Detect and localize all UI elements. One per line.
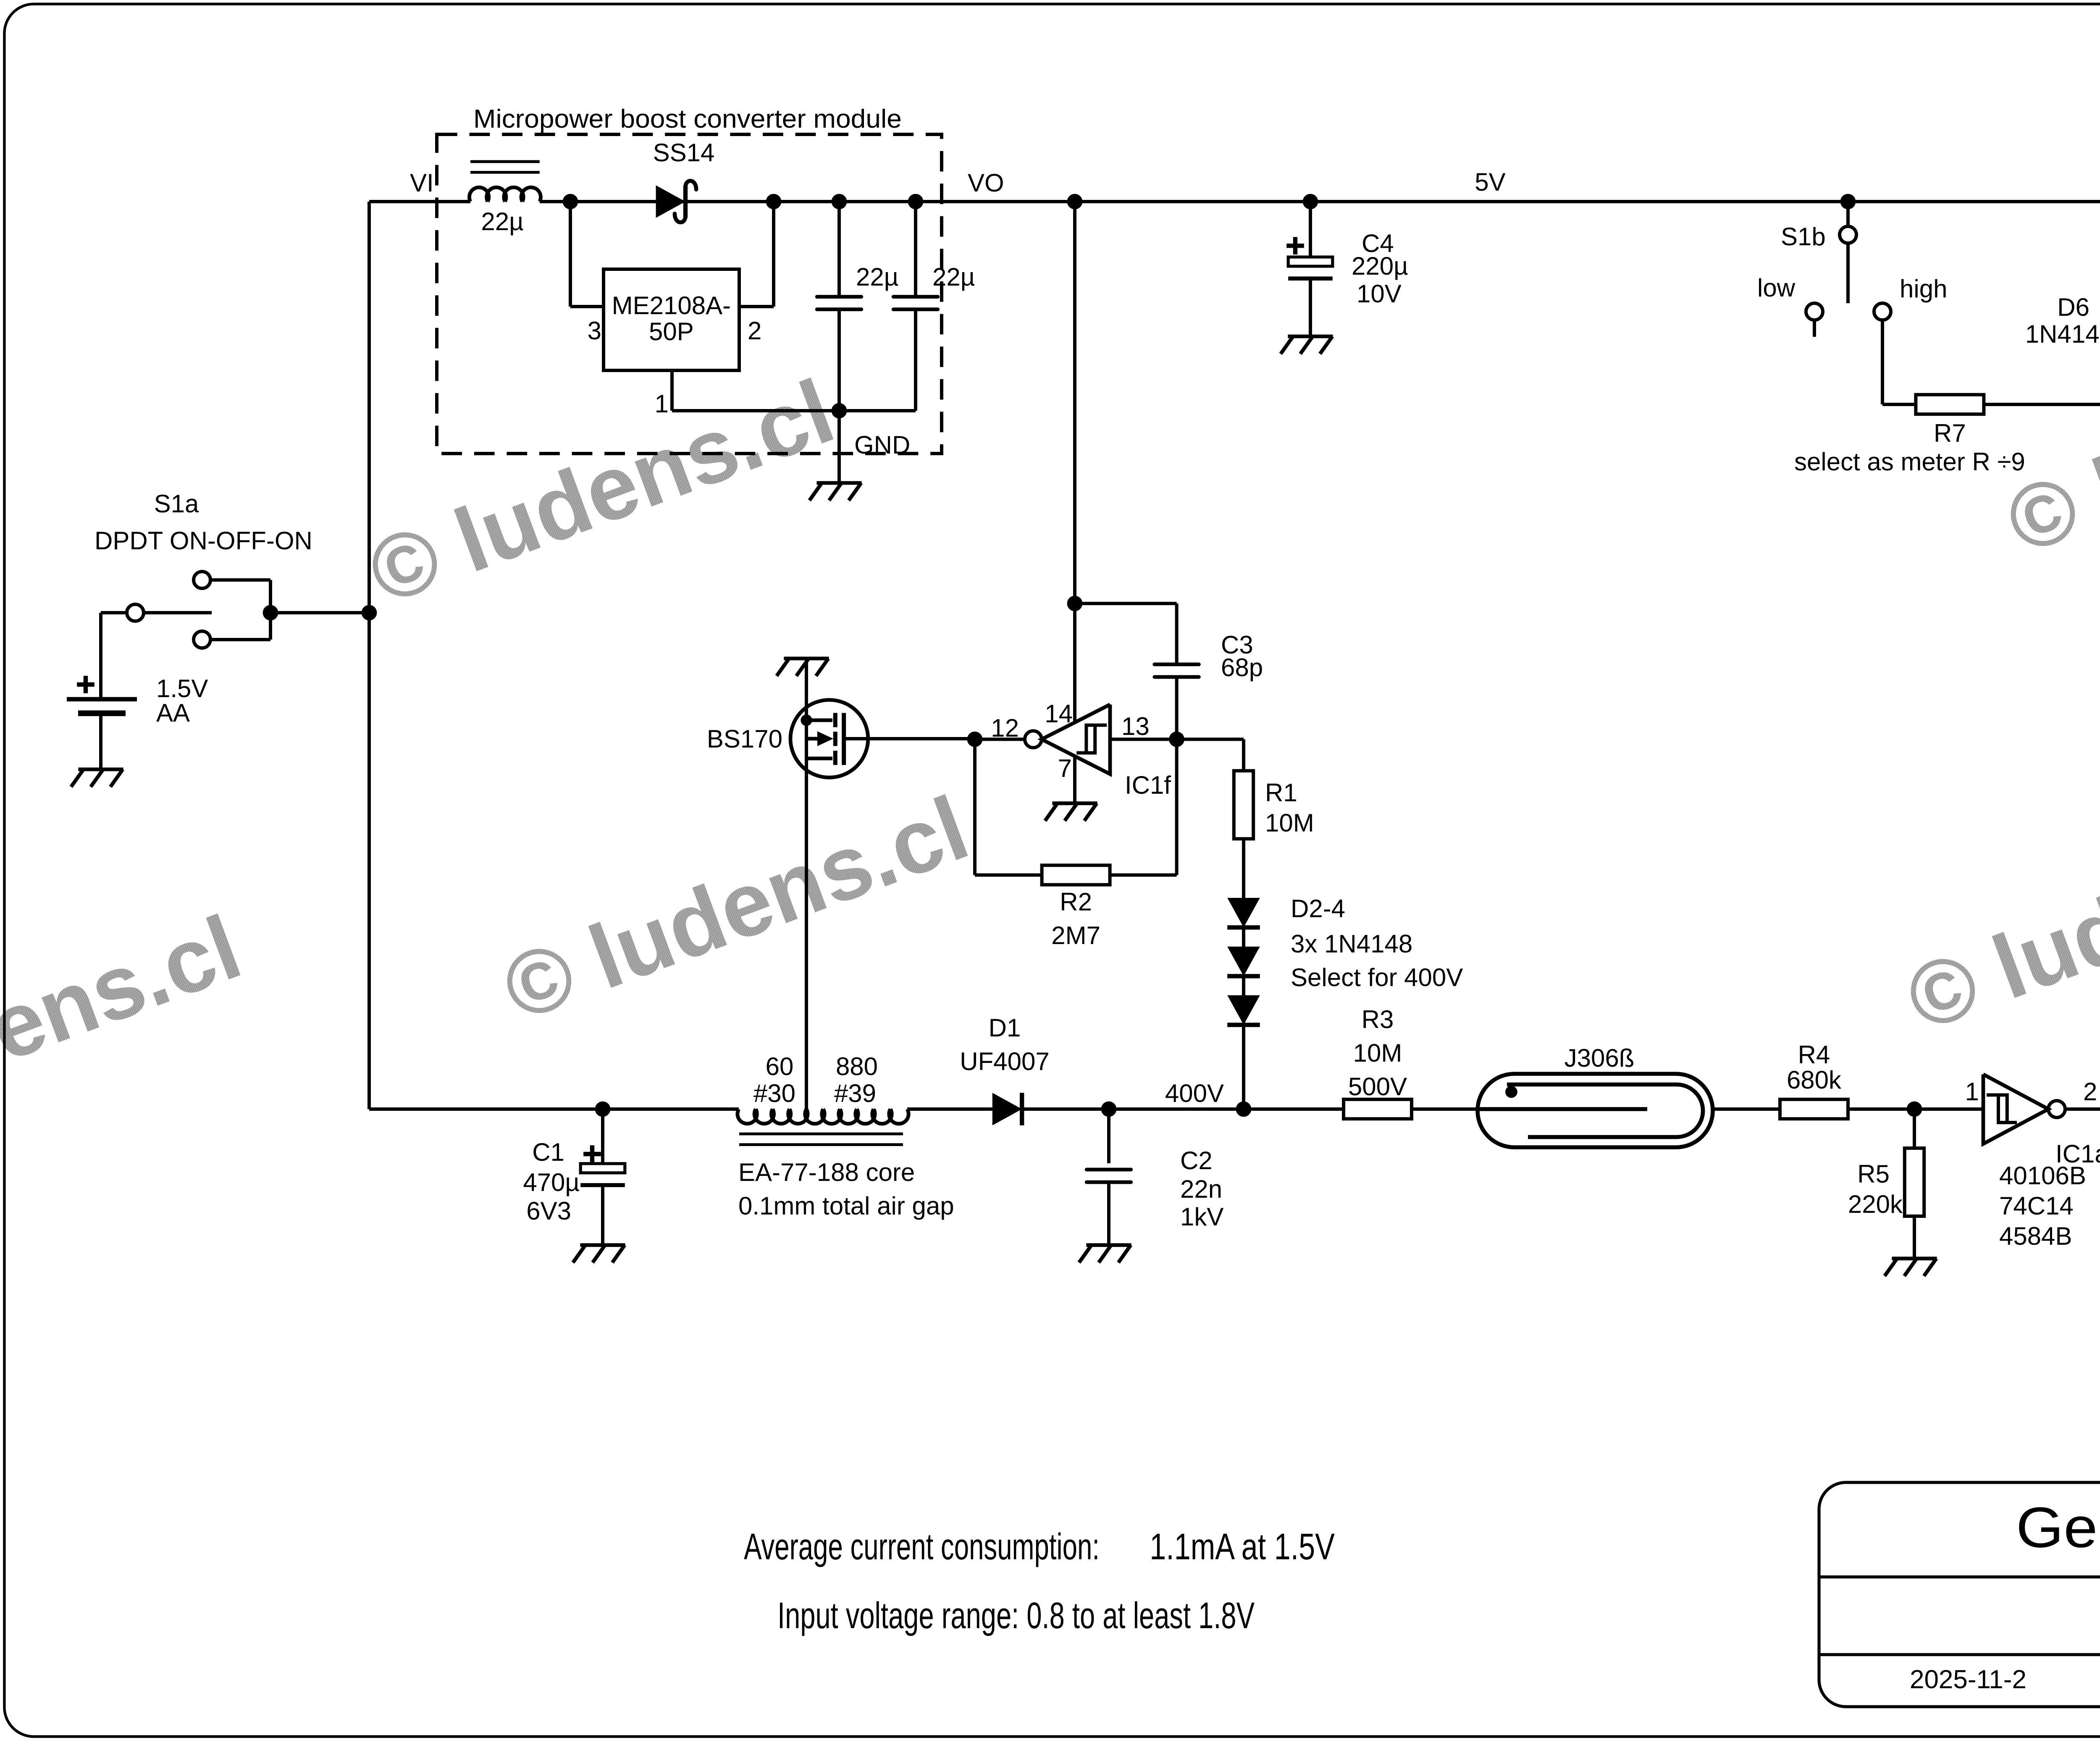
svg-text:AA: AA [156,699,190,727]
svg-text:#30: #30 [753,1079,795,1107]
svg-text:high: high [1900,275,1947,303]
svg-text:1kV: 1kV [1180,1203,1223,1231]
svg-text:2M7: 2M7 [1051,921,1100,950]
svg-text:R7: R7 [1934,419,1966,447]
svg-text:14: 14 [1045,700,1073,728]
svg-text:1: 1 [1965,1078,1979,1106]
svg-text:2025-11-2: 2025-11-2 [1910,1665,2026,1694]
svg-text:Select for 400V: Select for 400V [1291,963,1463,992]
svg-text:DPDT ON-OFF-ON: DPDT ON-OFF-ON [94,527,312,555]
svg-text:R5: R5 [1857,1160,1890,1188]
svg-text:22n: 22n [1180,1175,1222,1203]
svg-text:BS170: BS170 [707,725,782,753]
svg-text:R3: R3 [1362,1005,1394,1034]
svg-text:12: 12 [991,714,1019,742]
svg-text:60: 60 [766,1052,794,1081]
svg-text:1.1mA at 1.5V: 1.1mA at 1.5V [1150,1526,1335,1567]
svg-text:7: 7 [1058,754,1072,782]
svg-text:10M: 10M [1265,809,1314,837]
svg-text:SS14: SS14 [653,139,715,167]
svg-text:880: 880 [836,1052,878,1081]
svg-text:D1: D1 [989,1014,1021,1042]
svg-text:1N4148: 1N4148 [2025,320,2100,348]
svg-text:5V: 5V [1475,168,1505,196]
svg-text:J306ß: J306ß [1564,1044,1635,1072]
svg-text:R1: R1 [1265,779,1297,807]
svg-text:22µ: 22µ [856,263,898,291]
svg-text:IC1a: IC1a [2055,1140,2100,1168]
svg-text:74C14: 74C14 [1999,1192,2074,1220]
svg-text:D2-4: D2-4 [1291,894,1345,923]
svg-text:2: 2 [2083,1078,2097,1106]
svg-text:220k: 220k [1848,1190,1903,1218]
svg-text:Input voltage range: 0.8 to at: Input voltage range: 0.8 to at least 1.8… [777,1595,1255,1636]
svg-text:EA-77-188 core: EA-77-188 core [738,1158,915,1186]
svg-text:68p: 68p [1221,653,1263,682]
svg-text:22µ: 22µ [481,207,523,236]
svg-text:10V: 10V [1357,280,1402,308]
svg-text:680k: 680k [1787,1066,1842,1094]
svg-text:4584B: 4584B [1999,1222,2072,1250]
svg-text:R2: R2 [1060,888,1092,916]
svg-text:13: 13 [1121,712,1150,740]
svg-text:500V: 500V [1348,1073,1407,1101]
svg-text:#39: #39 [834,1079,876,1107]
svg-text:6V3: 6V3 [526,1197,571,1225]
svg-text:C4: C4 [1362,229,1394,257]
svg-text:470µ: 470µ [523,1168,580,1196]
svg-text:Micropower boost converter mod: Micropower boost converter module [473,105,902,134]
svg-text:400V: 400V [1165,1079,1224,1107]
svg-text:Geiger counter: Geiger counter [2016,1495,2100,1559]
svg-text:ME2108A-: ME2108A- [612,291,731,320]
svg-text:S1b: S1b [1781,223,1826,251]
svg-text:0.1mm total air gap: 0.1mm total air gap [738,1192,954,1220]
svg-text:C2: C2 [1180,1146,1213,1175]
svg-text:UF4007: UF4007 [960,1047,1049,1075]
svg-text:50P: 50P [649,317,694,346]
svg-text:22µ: 22µ [932,263,975,291]
svg-text:D6: D6 [2057,293,2090,321]
svg-text:R4: R4 [1798,1041,1830,1069]
svg-text:3x 1N4148: 3x 1N4148 [1291,930,1412,958]
svg-text:C1: C1 [532,1138,564,1166]
svg-text:2: 2 [748,317,761,345]
svg-text:1: 1 [655,390,669,418]
svg-text:40106B: 40106B [1999,1162,2086,1190]
svg-text:low: low [1757,274,1796,302]
svg-text:VI: VI [410,169,434,197]
svg-text:select as meter R ÷9: select as meter R ÷9 [1794,448,2025,476]
svg-text:1.5V: 1.5V [156,674,208,703]
svg-text:220µ: 220µ [1352,252,1408,280]
svg-text:3: 3 [588,317,601,345]
svg-text:Average current consumption:: Average current consumption: [744,1526,1100,1567]
svg-text:S1a: S1a [154,490,199,518]
svg-text:VO: VO [968,169,1004,197]
svg-text:GND: GND [854,431,910,459]
svg-text:C3: C3 [1221,631,1253,659]
svg-text:10M: 10M [1353,1039,1402,1067]
svg-text:IC1f: IC1f [1125,771,1171,799]
